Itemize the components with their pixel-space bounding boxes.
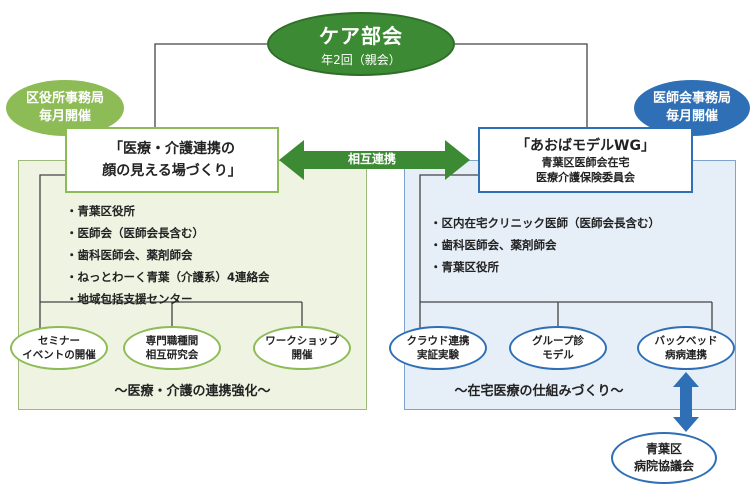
activity-backbed: バックベッド 病病連携: [637, 326, 735, 370]
care-meeting-title: ケア部会: [319, 24, 403, 48]
activity-line1: ワークショップ: [265, 335, 339, 347]
activity-line2: 相互研究会: [145, 349, 199, 361]
right-footer: 〜在宅医療の仕組みづくり〜: [454, 384, 624, 399]
left-box-line2: 顔の見える場づくり」: [102, 163, 242, 179]
right-title-box: 「あおばモデルWG」 青葉区医師会在宅 医療介護保険委員会: [478, 127, 693, 193]
activity-cloud: クラウド連携 実証実験: [389, 326, 487, 370]
list-item: ・歯科医師会、薬剤師会: [430, 238, 557, 252]
activity-group: グループ診 モデル: [509, 326, 607, 370]
activity-line2: 実証実験: [417, 349, 459, 361]
activity-line2: イベントの開催: [22, 349, 96, 361]
activity-workshop: ワークショップ 開催: [253, 326, 351, 370]
list-item: ・青葉区役所: [430, 260, 499, 274]
medical-assoc-ellipse: 医師会事務局 毎月開催: [634, 80, 750, 136]
ward-office-line1: 区役所事務局: [25, 91, 104, 106]
council-line2: 病院協議会: [633, 459, 694, 473]
medical-assoc-line1: 医師会事務局: [652, 91, 731, 106]
activity-seminar: セミナー イベントの開催: [10, 326, 108, 370]
right-box-line1: 「あおばモデルWG」: [516, 138, 655, 154]
list-item: ・青葉区役所: [66, 204, 135, 218]
list-item: ・ねっとわーく青葉（介護系）4連絡会: [66, 270, 270, 284]
left-footer: 〜医療・介護の連携強化〜: [114, 384, 271, 399]
activity-line1: セミナー: [38, 335, 80, 347]
left-title-box: 「医療・介護連携の 顔の見える場づくり」: [65, 127, 279, 193]
activity-line1: グループ診: [532, 335, 584, 347]
activity-line1: バックベッド: [654, 335, 718, 347]
left-member-list: ・青葉区役所 ・医師会（医師会長含む） ・歯科医師会、薬剤師会 ・ねっとわーく青…: [66, 200, 270, 310]
activity-line1: クラウド連携: [406, 335, 470, 347]
ward-office-ellipse: 区役所事務局 毎月開催: [6, 80, 124, 136]
activity-line1: 専門職種間: [145, 335, 199, 347]
right-box-line3: 医療介護保険委員会: [536, 171, 635, 184]
list-item: ・歯科医師会、薬剤師会: [66, 248, 193, 262]
right-box-line2: 青葉区医師会在宅: [541, 156, 630, 169]
hospital-council-ellipse: 青葉区 病院協議会: [611, 432, 717, 484]
activity-line2: 病病連携: [665, 349, 707, 361]
council-arrow: [673, 372, 699, 432]
activity-line2: モデル: [542, 349, 574, 361]
list-item: ・医師会（医師会長含む）: [66, 226, 204, 240]
list-item: ・地域包括支援センター: [66, 292, 193, 306]
activity-line2: 開催: [291, 349, 313, 361]
mutual-link-label: 相互連携: [347, 152, 396, 166]
activity-research: 専門職種間 相互研究会: [123, 326, 221, 370]
left-box-line1: 「医療・介護連携の: [109, 141, 235, 157]
ward-office-line2: 毎月開催: [38, 109, 91, 124]
medical-assoc-line2: 毎月開催: [665, 109, 718, 124]
right-member-list: ・区内在宅クリニック医師（医師会長含む） ・歯科医師会、薬剤師会 ・青葉区役所: [430, 212, 660, 278]
list-item: ・区内在宅クリニック医師（医師会長含む）: [430, 216, 660, 230]
council-line1: 青葉区: [645, 442, 682, 456]
care-meeting-subtitle: 年2回（親会）: [321, 53, 401, 67]
care-meeting-ellipse: ケア部会 年2回（親会）: [267, 12, 455, 76]
mutual-arrow: [279, 140, 470, 180]
